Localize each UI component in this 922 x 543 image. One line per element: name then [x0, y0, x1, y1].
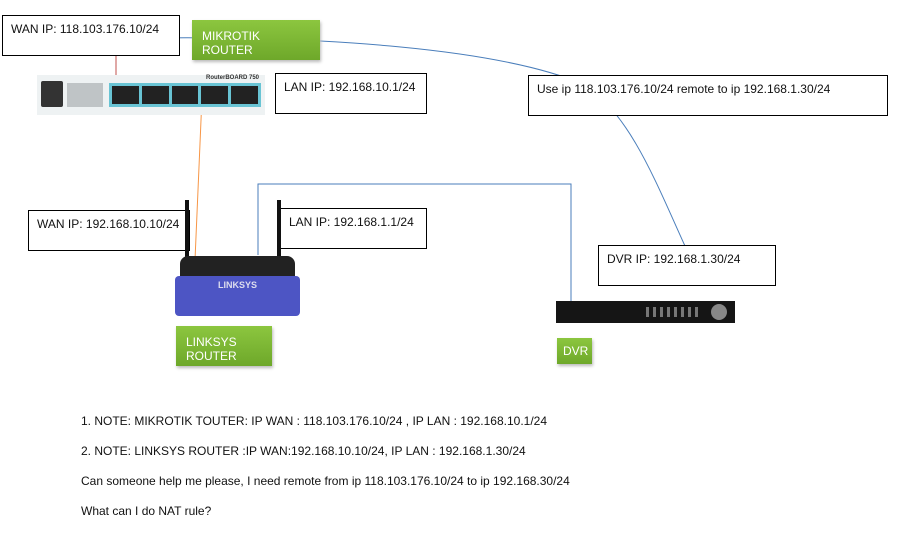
remote-note-text: Use ip 118.103.176.10/24 remote to ip 19… [537, 82, 831, 96]
dvr-ip-box: DVR IP: 192.168.1.30/24 [598, 245, 776, 286]
linksys-wan-ip-box: WAN IP: 192.168.10.10/24 [28, 210, 190, 251]
routerboard-model-text: RouterBOARD 750 [205, 75, 259, 81]
mikrotik-router-device: RouterBOARD 750 [37, 75, 265, 115]
linksys-router-device: LINKSYS [175, 200, 300, 316]
dvr-device [556, 301, 735, 323]
mikrotik-lan-ip-box: LAN IP: 192.168.10.1/24 [275, 73, 427, 114]
linksys-lan-ip-box: LAN IP: 192.168.1.1/24 [280, 208, 427, 249]
mikrotik-wan-ip-box: WAN IP: 118.103.176.10/24 [2, 15, 180, 56]
note-1: 1. NOTE: MIKROTIK TOUTER: IP WAN : 118.1… [81, 414, 548, 428]
dvr-label: DVR [557, 338, 592, 364]
note-2: 2. NOTE: LINKSYS ROUTER :IP WAN:192.168.… [81, 444, 526, 458]
mikrotik-lan-ip-text: LAN IP: 192.168.10.1/24 [284, 80, 416, 94]
linksys-router-label: LINKSYS ROUTER [176, 326, 272, 366]
mikrotik-router-label: MIKROTIK ROUTER [192, 20, 320, 60]
mikrotik-wan-ip-text: WAN IP: 118.103.176.10/24 [11, 22, 160, 36]
dvr-jog-dial-icon [711, 304, 727, 320]
dvr-ip-text: DVR IP: 192.168.1.30/24 [607, 252, 741, 266]
power-port-icon [41, 81, 63, 107]
antenna-left-icon [185, 200, 189, 260]
dvr-buttons-icon [646, 307, 701, 317]
question-text: Can someone help me please, I need remot… [81, 474, 570, 488]
mikrotik-to-linksys-cable [194, 96, 203, 261]
nat-question-text: What can I do NAT rule? [81, 504, 212, 518]
linksys-to-dvr-cable [257, 183, 572, 301]
linksys-lan-ip-text: LAN IP: 192.168.1.1/24 [289, 215, 414, 229]
remote-note-box: Use ip 118.103.176.10/24 remote to ip 19… [528, 75, 888, 116]
linksys-wan-ip-text: WAN IP: 192.168.10.10/24 [37, 217, 180, 231]
linksys-logo: LINKSYS [175, 276, 300, 316]
antenna-right-icon [277, 200, 281, 260]
reset-button-icon [67, 83, 103, 107]
ethernet-ports [109, 83, 261, 107]
